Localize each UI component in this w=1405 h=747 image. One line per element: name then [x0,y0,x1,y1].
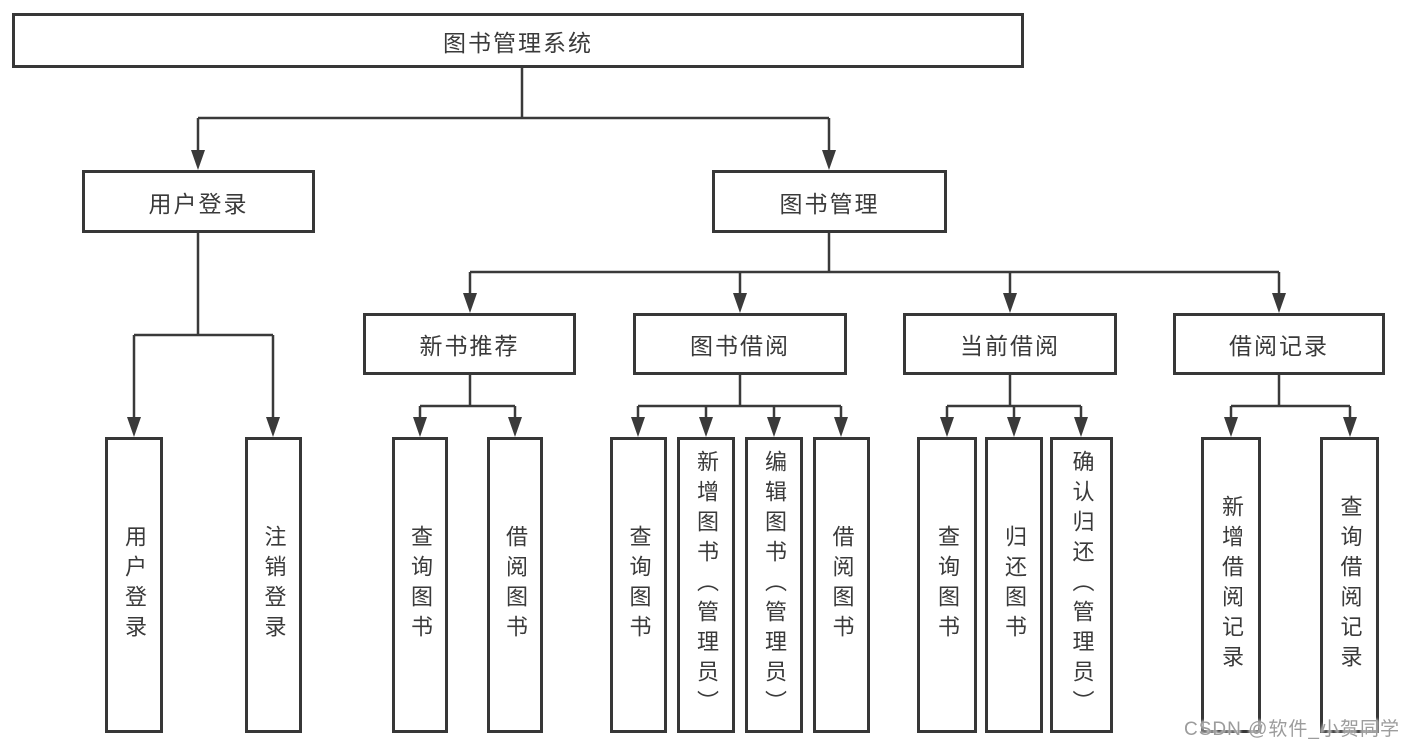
node-book-management: 图书管理 [712,170,947,233]
leaf-return-books: 归还图书 [985,437,1043,733]
leaf-recommend-query-books: 查询图书 [392,437,448,733]
leaf-user-login: 用户登录 [105,437,163,733]
leaf-add-books-admin: 新增图书（管理员） [677,437,735,733]
arrowhead-markers [127,150,1357,437]
node-borrow-records: 借阅记录 [1173,313,1385,375]
node-new-book-recommend: 新书推荐 [363,313,576,375]
leaf-borrow-query-books: 查询图书 [610,437,667,733]
leaf-edit-books-admin: 编辑图书（管理员） [745,437,803,733]
leaf-confirm-return-admin: 确认归还（管理员） [1050,437,1113,733]
csdn-watermark: CSDN @软件_小贺同学 [1184,719,1400,740]
leaf-logout: 注销登录 [245,437,302,733]
node-book-borrow: 图书借阅 [633,313,847,375]
leaf-query-borrow-record: 查询借阅记录 [1320,437,1379,733]
leaf-current-query-books: 查询图书 [917,437,977,733]
connector-lines [132,68,1352,419]
node-root-system: 图书管理系统 [12,13,1024,68]
node-user-login: 用户登录 [82,170,315,233]
leaf-recommend-borrow-books: 借阅图书 [487,437,543,733]
leaf-add-borrow-record: 新增借阅记录 [1201,437,1261,733]
node-current-borrow: 当前借阅 [903,313,1117,375]
leaf-borrow-books: 借阅图书 [813,437,870,733]
